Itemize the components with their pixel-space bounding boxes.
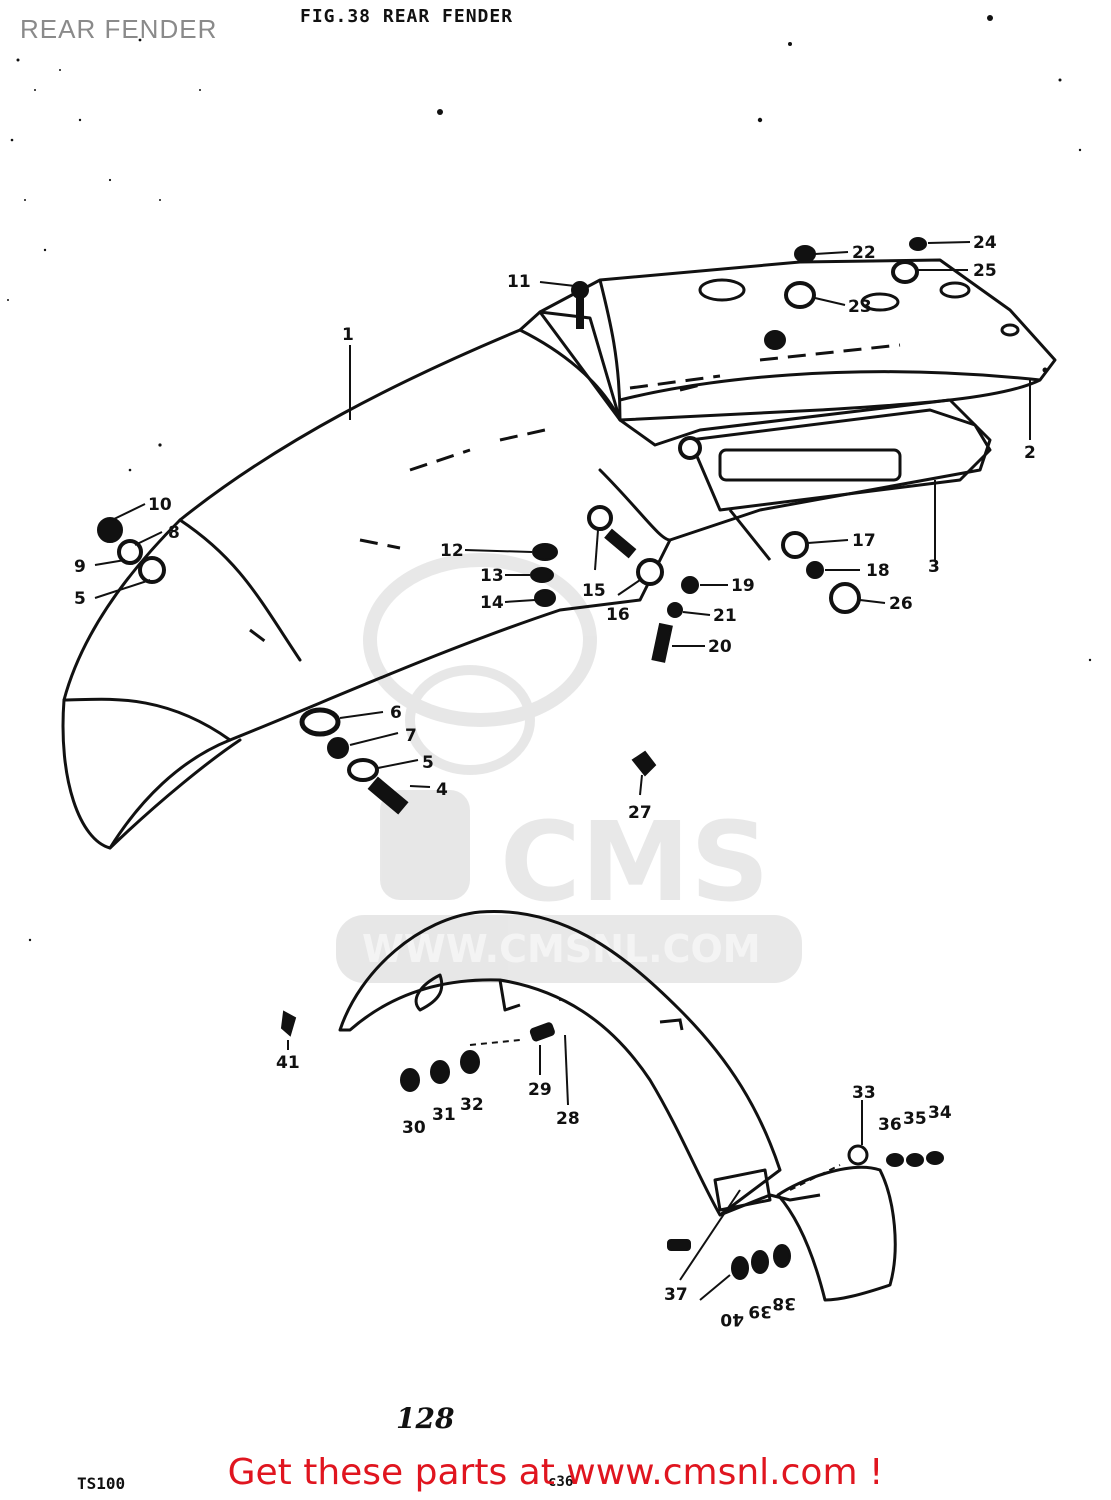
promo-link[interactable]: Get these parts at www.cmsnl.com ! (227, 1452, 884, 1493)
callout-23: 23 (848, 297, 872, 317)
callout-24: 24 (973, 233, 997, 253)
callout-40: 40 (720, 1309, 744, 1329)
callout-16: 16 (606, 605, 630, 625)
callout-9: 9 (74, 557, 86, 577)
callout-34: 34 (928, 1103, 952, 1123)
rear-fender-main (61, 310, 992, 850)
callout-5: 5 (422, 753, 434, 773)
callout-2: 2 (1024, 443, 1036, 463)
callout-22: 22 (852, 243, 876, 263)
callout-28: 28 (556, 1109, 580, 1129)
leader-lines (94, 241, 1031, 796)
callout-18: 18 (866, 561, 890, 581)
callout-41: 41 (276, 1053, 300, 1073)
callout-32: 32 (460, 1095, 484, 1115)
callout-12: 12 (440, 541, 464, 561)
callout-33: 33 (852, 1083, 876, 1103)
callout-36: 36 (878, 1115, 902, 1135)
callout-8: 8 (168, 523, 180, 543)
page-title: REAR FENDER (20, 14, 218, 44)
callout-39: 39 (748, 1301, 772, 1321)
callout-25: 25 (973, 261, 997, 281)
callout-15: 15 (582, 581, 606, 601)
callout-29: 29 (528, 1080, 552, 1100)
fastener-hardware (97, 237, 927, 815)
callout-4: 4 (436, 780, 448, 800)
watermark-logo: CMS (500, 798, 769, 926)
cms-watermark (336, 553, 802, 983)
callout-26: 26 (889, 594, 913, 614)
callout-17: 17 (852, 531, 876, 551)
callout-13: 13 (480, 566, 504, 586)
callout-labels: 1 2 3 4 5 6 7 8 9 5 10 11 12 13 14 15 16… (74, 233, 1036, 1329)
callout-20: 20 (708, 637, 732, 657)
seat-bracket-plate (538, 258, 1057, 422)
callout-5b: 5 (74, 589, 86, 609)
callout-7: 7 (405, 726, 417, 746)
model-code: TS100 (77, 1474, 126, 1493)
callout-35: 35 (903, 1109, 927, 1129)
scan-speckles (7, 15, 1092, 1001)
mudflap (713, 1165, 897, 1302)
callout-11: 11 (507, 272, 531, 292)
callout-3: 3 (928, 557, 940, 577)
callout-37: 37 (664, 1285, 688, 1305)
callout-1: 1 (342, 325, 354, 345)
callout-14: 14 (480, 593, 504, 613)
callout-10: 10 (148, 495, 172, 515)
callout-6: 6 (390, 703, 402, 723)
diagram-code: c36 (548, 1474, 574, 1490)
lower-leader-lines (287, 1034, 863, 1301)
tail-bracket (688, 408, 992, 561)
callout-27: 27 (628, 803, 652, 823)
watermark-url: WWW.CMSNL.COM (362, 927, 761, 971)
callout-38: 38 (772, 1293, 796, 1313)
lower-hardware (280, 1010, 944, 1280)
panel-dash-marks (249, 343, 901, 647)
page-number: 128 (396, 1402, 455, 1435)
callout-19: 19 (731, 576, 755, 596)
callout-31: 31 (432, 1105, 456, 1125)
callout-30: 30 (402, 1118, 426, 1138)
callout-21: 21 (713, 606, 737, 626)
figure-caption: FIG.38 REAR FENDER (300, 6, 514, 27)
